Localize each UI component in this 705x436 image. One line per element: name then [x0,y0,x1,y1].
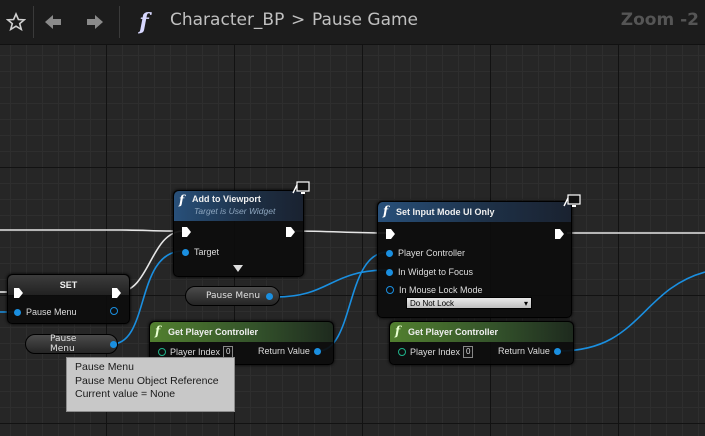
object-wire [111,250,184,345]
breadcrumb-graph: Pause Game [312,10,419,30]
object-pin[interactable] [110,340,117,348]
set-node-header: SET [8,275,129,295]
add-to-viewport-subtitle: Target is User Widget [194,206,276,216]
add-to-viewport-node[interactable]: f Add to Viewport Target is User Widget … [173,190,304,277]
object-pin[interactable] [313,347,321,355]
tooltip-line-type: Pause Menu Object Reference [75,374,219,387]
exec-wire [0,229,174,232]
lock-mode-pin-row[interactable]: In Mouse Lock Mode [386,285,483,295]
set-node[interactable]: SET Pause Menu [7,274,130,324]
add-to-viewport-exec-out[interactable] [286,227,295,237]
pause-menu-getter-label: Pause Menu [50,334,77,354]
set-exec-in[interactable] [14,288,23,298]
lock-mode-dropdown[interactable]: Do Not Lock ▾ [406,297,532,309]
pause-menu-getter-1[interactable]: Pause Menu [185,286,280,306]
get-player-controller-node-2[interactable]: f Get Player Controller Player Index 0 R… [389,321,574,365]
breadcrumb-blueprint[interactable]: Character_BP [170,10,285,30]
forward-arrow-icon[interactable] [82,0,108,44]
set-pin-label: Pause Menu [26,307,77,317]
set-pause-menu-pin-row[interactable]: Pause Menu [14,307,77,317]
object-pin[interactable] [553,347,561,355]
object-pin[interactable] [14,308,21,316]
enum-pin[interactable] [386,286,394,294]
back-arrow-icon[interactable] [40,0,66,44]
return-value-label: Return Value [258,346,310,356]
pause-menu-getter-label: Pause Menu [206,291,261,301]
expand-arrow-icon[interactable] [233,264,243,274]
get-pc-1-title: Get Player Controller [168,327,259,337]
set-input-mode-header: f Set Input Mode UI Only [378,202,571,222]
get-pc-1-return-row[interactable]: Return Value [258,346,321,356]
toolbar-separator [119,6,120,38]
player-controller-pin-row[interactable]: Player Controller [386,248,465,258]
return-value-label: Return Value [498,346,550,356]
get-pc-2-title: Get Player Controller [408,327,499,337]
zoom-level: Zoom -2 [620,10,699,30]
player-index-label: Player Index [170,347,221,357]
object-wire [558,271,705,352]
add-to-viewport-title: Add to Viewport [192,194,261,204]
context-sensitive-monitor-icon [562,193,581,207]
variable-tooltip: Pause Menu Pause Menu Object Reference C… [66,357,235,412]
object-pin[interactable] [266,292,274,300]
set-input-mode-node[interactable]: f Set Input Mode UI Only Player Controll… [377,201,572,318]
get-player-controller-node-1[interactable]: f Get Player Controller Player Index 0 R… [149,321,334,365]
get-pc-1-header: f Get Player Controller [150,322,333,342]
object-pin[interactable] [386,249,393,257]
exec-wire [292,230,387,234]
set-input-mode-exec-out[interactable] [555,229,564,239]
lock-mode-value: Do Not Lock [410,299,455,308]
player-index-label: Player Index [410,347,461,357]
get-pc-2-return-row[interactable]: Return Value [498,346,561,356]
function-icon: f [395,324,401,338]
object-pin[interactable] [182,248,189,256]
breadcrumb-separator: > [291,10,306,30]
int-pin[interactable] [398,348,406,356]
add-to-viewport-target-row[interactable]: Target [182,247,219,257]
get-pc-2-player-index-row[interactable]: Player Index 0 [398,346,474,358]
player-controller-label: Player Controller [398,248,466,258]
function-icon: f [155,324,161,338]
context-sensitive-monitor-icon [291,180,310,194]
target-pin-label: Target [194,247,220,257]
in-widget-pin-row[interactable]: In Widget to Focus [386,267,473,277]
pause-menu-getter-2[interactable]: Pause Menu [25,334,118,354]
editor-toolbar: f Character_BP > Pause Game Zoom -2 [0,0,705,45]
object-wire [275,269,389,298]
tooltip-line-value: Current value = None [75,388,176,400]
int-pin[interactable] [158,348,166,356]
set-node-title: SET [59,280,78,290]
set-exec-out[interactable] [112,288,121,298]
in-widget-label: In Widget to Focus [398,267,474,277]
toolbar-separator [33,6,34,38]
function-icon: f [139,9,149,35]
lock-mode-label: In Mouse Lock Mode [399,285,483,295]
object-pin[interactable] [386,268,393,276]
set-output-pin[interactable] [110,307,118,315]
dropdown-arrow-icon: ▾ [523,299,528,308]
get-pc-2-header: f Get Player Controller [390,322,573,342]
set-input-mode-exec-in[interactable] [386,229,395,239]
function-icon: f [179,193,185,207]
add-to-viewport-exec-in[interactable] [182,227,191,237]
player-index-input[interactable]: 0 [463,346,474,358]
set-input-mode-title: Set Input Mode UI Only [396,207,495,217]
tooltip-line-name: Pause Menu [75,361,134,373]
function-icon: f [383,204,389,218]
object-output-pin[interactable] [110,307,118,315]
favorite-star-icon[interactable] [4,0,28,44]
add-to-viewport-header: f Add to Viewport Target is User Widget [174,191,303,221]
